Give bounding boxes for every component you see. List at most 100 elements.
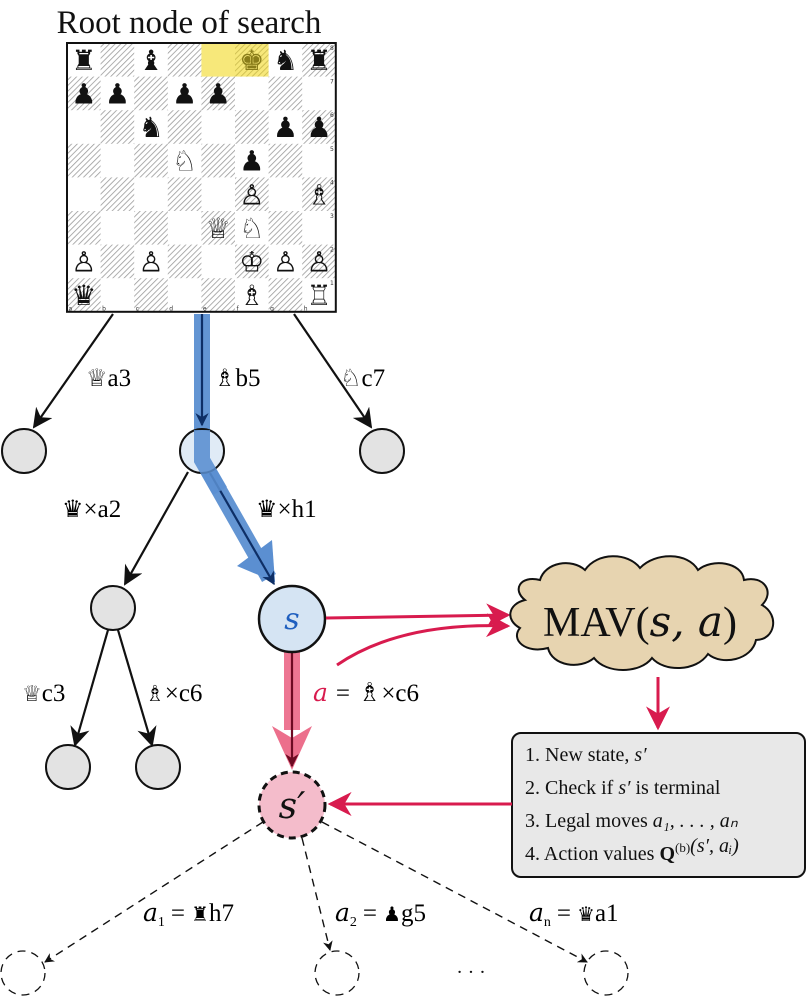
square-b5 (100, 143, 135, 178)
square-g7 (268, 76, 303, 111)
square-b1 (100, 278, 135, 313)
square-b8 (100, 43, 135, 77)
file-label: b (102, 305, 106, 312)
edge-label-child-2: a2=♟g5 (335, 898, 426, 930)
piece-black-pawn: ♟ (105, 77, 130, 110)
piece-black-king: ♚ (239, 44, 264, 77)
piece-white-rook: ♖ (306, 279, 331, 312)
square-f2 (235, 244, 269, 279)
square-c3 (134, 211, 169, 245)
square-b7 (100, 76, 135, 111)
edge-label-mid-left: ♛×a2 (62, 495, 121, 523)
piece-white-knight: ♘ (172, 145, 197, 178)
square-d3 (167, 211, 202, 245)
square-e5 (201, 143, 236, 178)
current-node-s-label: s (284, 602, 299, 637)
tree-node-right (359, 428, 405, 474)
square-f3 (235, 211, 269, 245)
square-e2 (201, 244, 236, 279)
piece-white-pawn: ♙ (273, 245, 298, 278)
mav-output-item: 4. Action values Q(b)(s′, aᵢ) (525, 835, 739, 865)
tree-node-level3-left (45, 744, 91, 790)
square-c6 (134, 110, 169, 145)
rank-label: 2 (330, 247, 334, 254)
edge-child-2 (301, 837, 333, 951)
edge-label-low-right: ♗×c6 (145, 680, 202, 707)
rank-label: 3 (330, 213, 334, 220)
square-f8 (235, 43, 269, 77)
edge-label-root-mid: ♗b5 (214, 364, 261, 392)
rank-label: 6 (330, 112, 334, 119)
square-a8 (67, 43, 101, 77)
tree-node-level2-left (90, 585, 136, 631)
child-node-n (583, 950, 629, 996)
square-c2 (134, 244, 169, 279)
child-node-2 (314, 950, 360, 996)
piece-black-rook: ♜ (306, 44, 331, 77)
rank-label: 8 (330, 45, 334, 52)
edge-low-left (70, 629, 110, 747)
file-label: d (169, 305, 173, 312)
piece-black-pawn: ♟ (71, 77, 96, 110)
square-f7 (235, 76, 269, 111)
current-node-s (257, 584, 327, 654)
square-d8 (167, 43, 202, 77)
edge-mid-right (209, 472, 275, 586)
square-c5 (134, 143, 169, 178)
square-a3 (67, 211, 101, 245)
edge-root-left (32, 313, 114, 429)
square-g5 (268, 143, 303, 178)
square-h2 (302, 244, 337, 279)
square-d1 (167, 278, 202, 313)
square-d4 (167, 177, 202, 212)
edge-label-root-right: ♘c7 (340, 364, 385, 392)
blue-path-overlay (194, 430, 227, 496)
square-b2 (100, 244, 135, 279)
rank-label: 1 (330, 280, 334, 287)
square-g8 (268, 43, 303, 77)
square-h6 (302, 110, 337, 145)
square-h1 (302, 278, 337, 313)
square-c8 (134, 43, 169, 77)
tree-node-left (1, 428, 47, 474)
square-f4 (235, 177, 269, 212)
rank-label: 5 (330, 146, 334, 153)
piece-black-pawn: ♟ (239, 145, 264, 178)
square-c7 (134, 76, 169, 111)
piece-white-bishop: ♗ (306, 178, 331, 211)
diagram-title: Root node of search (57, 5, 322, 41)
square-d2 (167, 244, 202, 279)
edge-label-mid-right: ♛×h1 (256, 495, 317, 523)
piece-black-knight: ♞ (273, 44, 298, 77)
square-e8 (201, 43, 236, 77)
square-c1 (134, 278, 169, 313)
square-f5 (235, 143, 269, 178)
file-label: c (136, 305, 139, 312)
piece-black-pawn: ♟ (273, 111, 298, 144)
edge-mid-left (124, 471, 189, 586)
piece-white-queen: ♕ (206, 212, 231, 245)
file-label: h (304, 305, 308, 312)
square-h5 (302, 143, 337, 178)
square-f1 (235, 278, 269, 313)
rank-label: 4 (330, 179, 334, 186)
edge-child-n (321, 821, 588, 963)
square-g3 (268, 211, 303, 245)
rank-label: 7 (330, 79, 334, 86)
square-a6 (67, 110, 101, 145)
square-d5 (167, 143, 202, 178)
edge-child-1 (44, 821, 264, 963)
file-label: e (203, 305, 207, 312)
square-a1 (67, 278, 101, 313)
piece-black-rook: ♜ (71, 44, 96, 77)
square-a5 (67, 143, 101, 178)
child-node-1 (0, 950, 46, 996)
piece-white-pawn: ♙ (138, 245, 163, 278)
square-e1 (201, 278, 236, 313)
square-h4 (302, 177, 337, 212)
piece-black-pawn: ♟ (306, 111, 331, 144)
piece-white-pawn: ♙ (306, 245, 331, 278)
square-b6 (100, 110, 135, 145)
mav-label: MAV(s, a) (543, 597, 737, 646)
